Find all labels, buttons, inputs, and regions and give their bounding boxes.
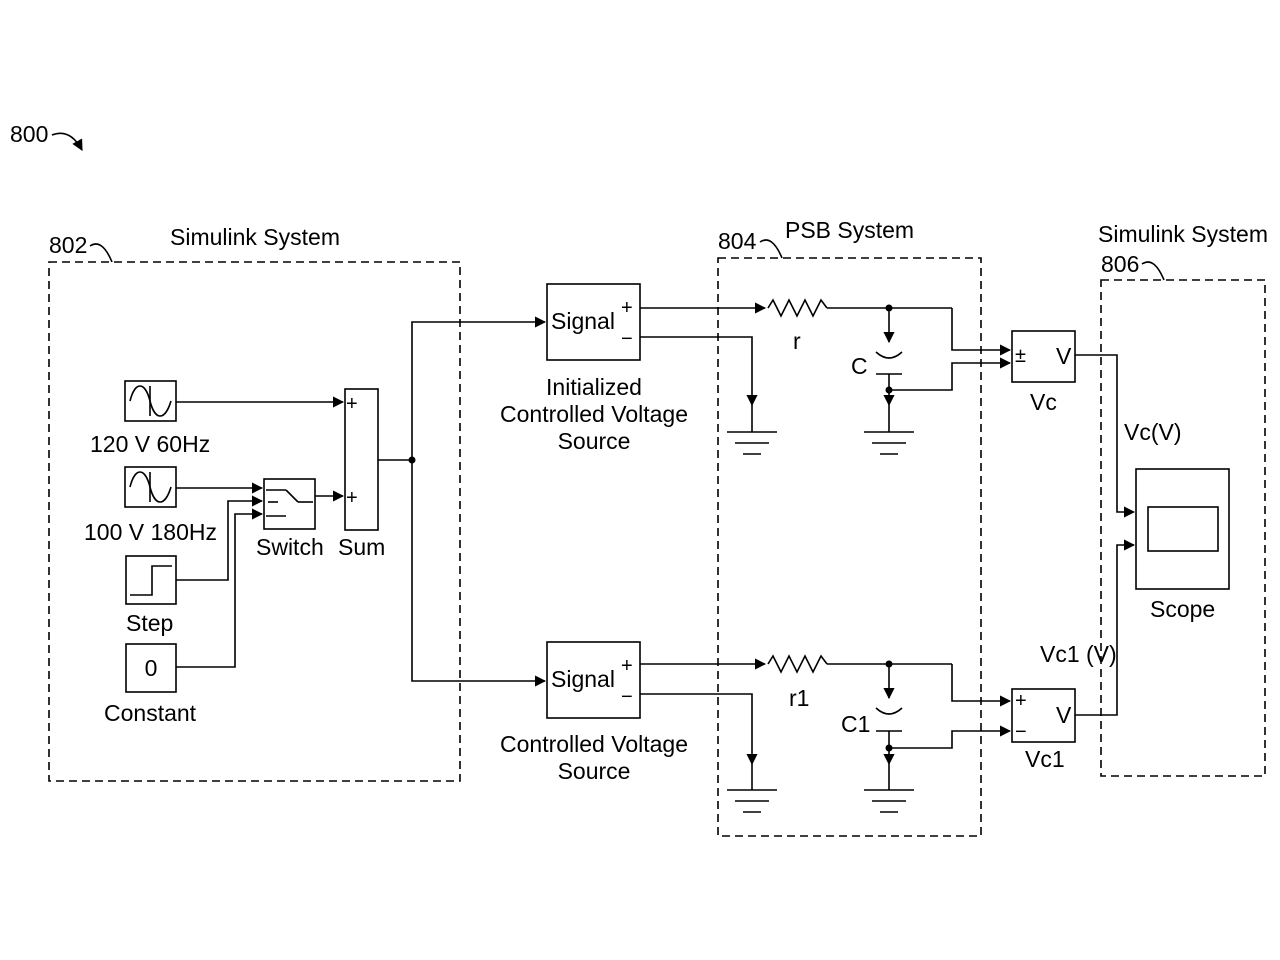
source1-label-line1: Initialized	[546, 374, 642, 400]
sum-label: Sum	[338, 534, 385, 560]
signal-vc1-label: Vc1 (V)	[1040, 641, 1117, 667]
wire-source1-ground	[640, 336, 758, 407]
switch-block[interactable]	[263, 478, 316, 530]
meter2-label: Vc1	[1025, 746, 1065, 772]
ground-symbol	[727, 764, 777, 813]
psb-group-title: PSB System	[785, 217, 914, 243]
resistor-r1	[767, 654, 828, 674]
meter1-plusminus: ±	[1015, 345, 1026, 367]
initialized-voltage-source[interactable]	[546, 283, 641, 361]
right-simulink-group	[1100, 279, 1266, 777]
source2-signal-text: Signal	[551, 666, 615, 692]
figure-ref-label: 800	[10, 121, 48, 147]
signal-vc-label: Vc(V)	[1124, 419, 1182, 445]
constant-value: 0	[145, 655, 158, 681]
source1-label-line2: Controlled Voltage	[500, 401, 688, 427]
psb-group-ref: 804	[718, 228, 757, 254]
wire-node-meter1-plus	[951, 308, 1012, 356]
resistor-r	[767, 298, 828, 318]
sine-source-1-label: 120 V 60Hz	[90, 431, 210, 457]
constant-block[interactable]	[125, 643, 177, 693]
switch-label: Switch	[256, 534, 324, 560]
resistor-r1-label: r1	[789, 685, 809, 711]
right-group-ref-leader	[1141, 261, 1165, 281]
wire-vc-scope	[1075, 354, 1136, 518]
ground-symbol	[727, 405, 777, 455]
source2-label-line1: Controlled Voltage	[500, 731, 688, 757]
left-simulink-group	[48, 261, 461, 782]
wire-step-switch	[176, 495, 264, 581]
capacitor-plate-curved	[875, 351, 903, 359]
sine-source-2-label: 100 V 180Hz	[84, 519, 217, 545]
source1-plus: +	[621, 297, 633, 319]
meter2-minus: −	[1015, 721, 1027, 743]
capacitor-c-label: C	[851, 353, 868, 379]
source1-signal-text: Signal	[551, 308, 615, 334]
capacitor1-plate-curved	[875, 707, 903, 715]
constant-label: Constant	[104, 700, 197, 726]
right-group-ref: 806	[1101, 251, 1139, 277]
controlled-voltage-source[interactable]	[546, 641, 641, 719]
left-group-title: Simulink System	[170, 224, 340, 250]
left-group-ref: 802	[49, 232, 87, 258]
wire-node-meter2-plus	[951, 664, 1012, 707]
wire-vc1-scope	[1075, 539, 1136, 716]
psb-group	[717, 257, 982, 837]
sine-source-1[interactable]	[124, 380, 177, 422]
left-group-ref-leader	[89, 243, 113, 263]
meter2-output: V	[1056, 702, 1072, 728]
source2-label-line2: Source	[558, 758, 631, 784]
wire-constant-switch	[176, 508, 264, 668]
ground-symbol	[864, 764, 914, 813]
sum-plus-2: +	[346, 487, 358, 509]
source1-minus: −	[621, 328, 633, 350]
wire-sum-source1	[411, 316, 547, 460]
figure-ref-arrow	[51, 132, 83, 151]
meter1-output: V	[1056, 343, 1072, 369]
meter2-plus: +	[1015, 690, 1027, 712]
scope-screen	[1147, 506, 1219, 552]
wire-source2-ground	[640, 693, 758, 766]
sine-source-2[interactable]	[124, 466, 177, 508]
sum-plus-1: +	[346, 393, 358, 415]
scope-label: Scope	[1150, 596, 1215, 622]
resistor-r-label: r	[793, 328, 801, 354]
psb-group-ref-leader	[759, 239, 783, 259]
wire-node-meter1-minus	[889, 357, 1012, 391]
capacitor-c1-label: C1	[841, 711, 870, 737]
voltage-meter-vc1[interactable]	[1011, 688, 1076, 743]
source1-label-line3: Source	[558, 428, 631, 454]
ground-symbol	[864, 405, 914, 455]
wire-node-meter2-minus	[889, 725, 1012, 749]
source2-minus: −	[621, 686, 633, 708]
source2-plus: +	[621, 655, 633, 677]
meter1-label: Vc	[1030, 389, 1057, 415]
sum-block[interactable]	[344, 388, 379, 531]
right-group-title: Simulink System	[1098, 221, 1268, 247]
voltage-meter-vc[interactable]	[1011, 330, 1076, 383]
wire-sum-source2	[411, 460, 547, 687]
step-label: Step	[126, 610, 173, 636]
step-block[interactable]	[125, 555, 177, 605]
